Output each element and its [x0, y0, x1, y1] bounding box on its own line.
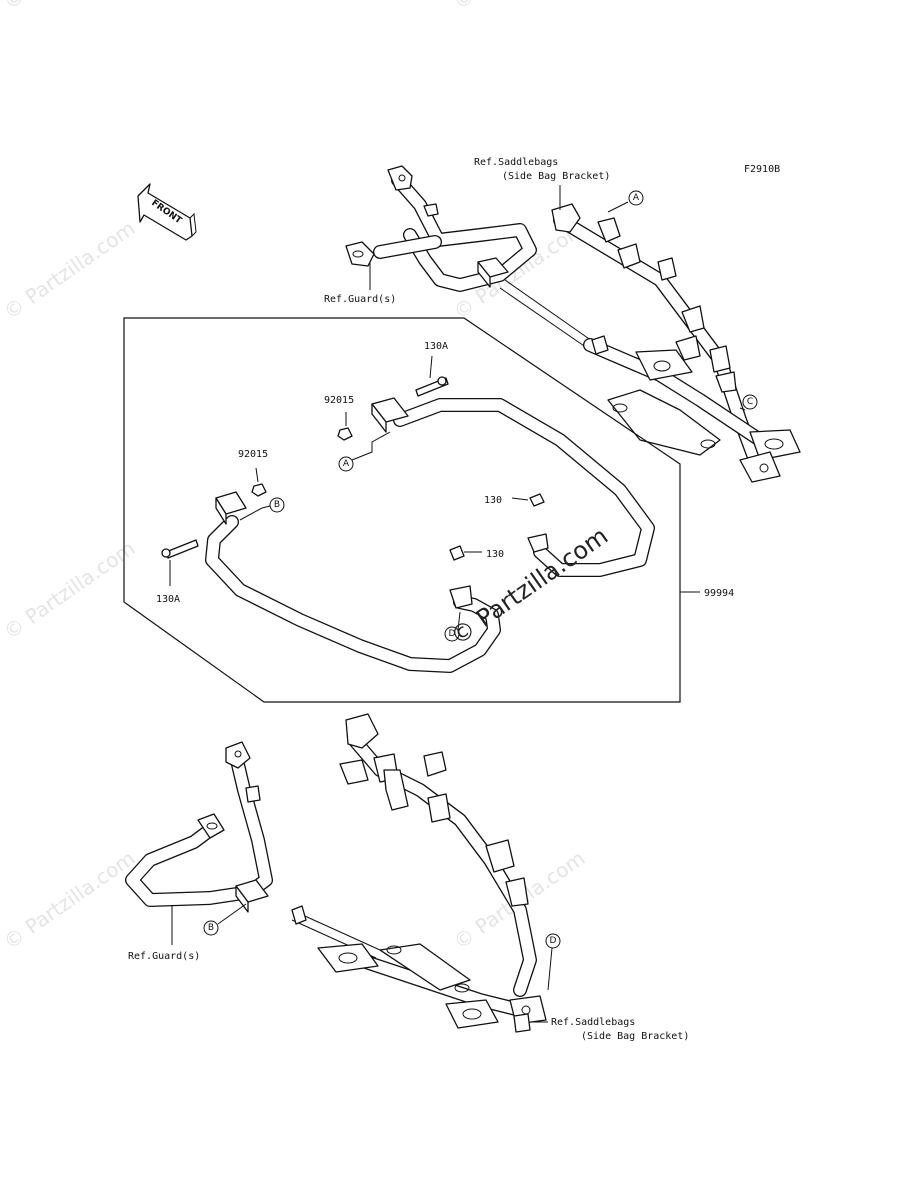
watermark: © Partzilla.com — [0, 846, 139, 954]
watermark-layer: © Partzilla.com © Partzilla.com © Partzi… — [0, 0, 589, 954]
watermark: © Partzilla.com — [0, 0, 139, 14]
top-reference-assembly — [345, 165, 801, 483]
ref-saddlebags-top-sublabel: (Side Bag Bracket) — [502, 171, 610, 182]
callout-c-top: C — [739, 394, 758, 411]
part-130a-left-label: 130A — [156, 594, 180, 605]
callout-b-bottom: B — [203, 903, 247, 936]
figure-code: F2910B — [744, 164, 780, 175]
watermark: © Partzilla.com — [0, 536, 139, 644]
watermark: © Partzilla.com — [0, 216, 139, 324]
callout-b-inset: B — [239, 497, 285, 521]
bolt-130a-left — [165, 539, 199, 559]
callout-d-bottom-label: D — [550, 936, 557, 946]
watermark: © Partzilla.com — [449, 0, 589, 14]
nut-92015-left — [251, 483, 267, 497]
part-130a-top-label: 130A — [424, 341, 448, 352]
callout-d-bottom: D — [545, 933, 561, 991]
callout-b-bottom-label: B — [208, 923, 214, 933]
bolt-130-upper — [529, 493, 545, 507]
inset-bar-assembly — [161, 355, 655, 673]
callout-a-inset-label: A — [343, 459, 350, 469]
callout-d-inset-label: D — [449, 629, 456, 639]
callout-b-inset-label: B — [274, 500, 280, 510]
ref-saddlebags-bottom-label: Ref.Saddlebags — [551, 1017, 635, 1028]
part-130-lower-label: 130 — [486, 549, 504, 560]
bolt-130-lower — [449, 545, 465, 561]
ref-guard-top-label: Ref.Guard(s) — [324, 294, 396, 305]
callout-a-top-label: A — [633, 193, 640, 203]
part-92015-top-label: 92015 — [324, 395, 354, 406]
part-99994-label: 99994 — [704, 588, 734, 599]
callout-d-inset: D — [444, 611, 461, 642]
ref-saddlebags-bottom-sublabel: (Side Bag Bracket) — [581, 1031, 689, 1042]
kit-frame — [123, 317, 681, 703]
callout-a-top: A — [607, 190, 644, 213]
nut-92015-top — [337, 427, 353, 441]
bottom-reference-assembly — [125, 713, 547, 1033]
front-arrow-icon: FRONT — [137, 183, 197, 241]
ref-saddlebags-top-label: Ref.Saddlebags — [474, 157, 558, 168]
callout-a-inset: A — [338, 431, 391, 472]
part-92015-left-label: 92015 — [238, 449, 268, 460]
callout-c-top-label: C — [747, 397, 753, 407]
ref-guard-bottom-label: Ref.Guard(s) — [128, 951, 200, 962]
part-130-upper-label: 130 — [484, 495, 502, 506]
